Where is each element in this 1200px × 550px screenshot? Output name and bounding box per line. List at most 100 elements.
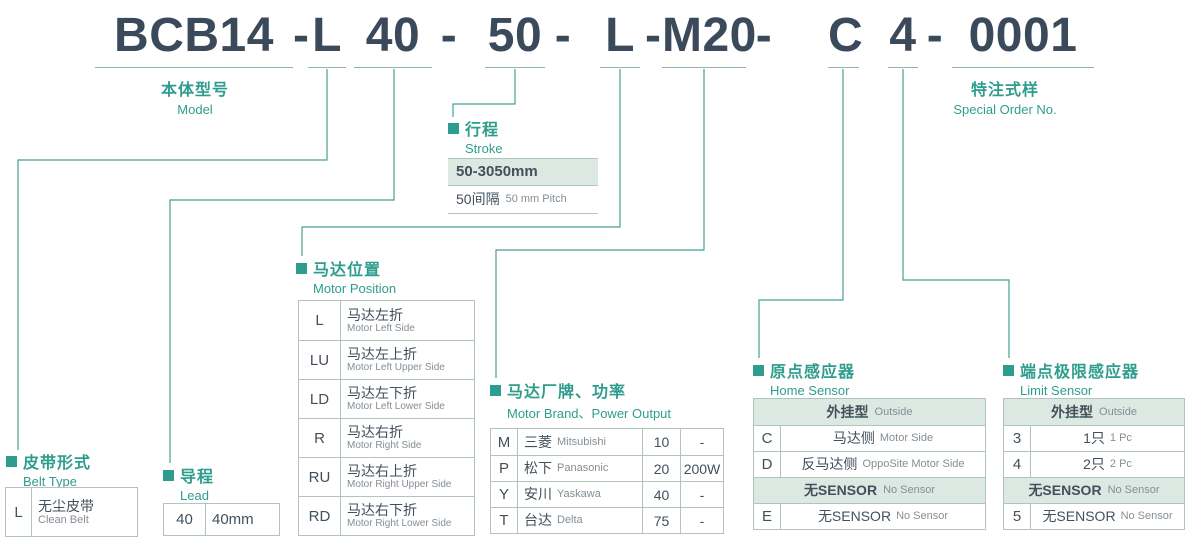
lead-title-en: Lead (180, 488, 209, 503)
motor-brand-title-cn: 马达厂牌、功率 (507, 384, 627, 401)
model-code-segment-home-sensor: C (828, 8, 863, 68)
bullet-icon (1003, 364, 1014, 376)
code-cell: 40 (164, 504, 206, 535)
code-cell: 5 (1004, 504, 1031, 529)
power-code-cell: 20 (643, 456, 681, 481)
desc-cn: 马达右折 (347, 424, 403, 441)
code-cell: T (491, 508, 518, 533)
model-code-dash: - (293, 9, 310, 62)
lead-section-title: 导程 Lead (163, 463, 214, 503)
desc-en: No Sensor (1120, 510, 1173, 523)
group-en: Outside (1099, 405, 1137, 418)
model-code-segment-motor-position: L (600, 8, 640, 68)
belt-type-title-cn: 皮带形式 (23, 455, 92, 472)
model-code-segment-series: BCB14 (95, 8, 293, 68)
model-code-dash: - (645, 9, 662, 62)
home-sensor-title-cn: 原点感应器 (770, 364, 856, 381)
desc-en: No Sensor (896, 510, 949, 523)
limit-sensor-title-en: Limit Sensor (1020, 383, 1093, 398)
stroke-table: 50-3050mm 50间隔 50 mm Pitch (448, 158, 598, 214)
stroke-section-title: 行程 Stroke (448, 116, 503, 156)
group-en: No Sensor (883, 484, 936, 497)
power-code-cell: 10 (643, 429, 681, 455)
stroke-pitch-cn: 50间隔 (456, 191, 500, 208)
table-group-header: 外挂型 Outside (1004, 399, 1184, 425)
leader-line-limit-sensor (902, 69, 1010, 358)
table-row: 5 无SENSOR No Sensor (1004, 503, 1184, 529)
lead-value: 40mm (212, 510, 254, 528)
code-cell: 4 (1004, 452, 1031, 477)
model-label-en: Model (177, 102, 213, 117)
group-cn: 无SENSOR (803, 482, 878, 499)
motor-position-title-en: Motor Position (313, 281, 397, 296)
leader-line-motor-position (301, 69, 621, 256)
model-code-segment-limit-sensor: 4 (888, 8, 918, 68)
brand-cn: 台达 (524, 512, 552, 529)
desc-cn: 无SENSOR (1042, 508, 1116, 525)
limit-sensor-title-cn: 端点极限感应器 (1020, 364, 1140, 381)
bullet-icon (296, 262, 307, 274)
model-label: 本体型号 Model (95, 76, 295, 117)
table-row: 50间隔 50 mm Pitch (448, 185, 598, 213)
power-cell: - (699, 512, 705, 529)
power-code-cell: 40 (643, 482, 681, 507)
code-cell: C (754, 426, 781, 451)
desc-cn: 反马达侧 (801, 456, 858, 473)
group-cn: 外挂型 (826, 403, 869, 420)
brand-en: Delta (557, 514, 583, 527)
group-en: No Sensor (1107, 484, 1160, 497)
desc-en: Motor Left Lower Side (347, 401, 445, 413)
home-sensor-title-en: Home Sensor (770, 383, 850, 398)
code-cell: LD (299, 380, 341, 418)
limit-sensor-section-title: 端点极限感应器 Limit Sensor (1003, 358, 1139, 398)
bullet-icon (448, 122, 459, 134)
motor-position-title-cn: 马达位置 (313, 262, 382, 279)
desc-en: 2 Pc (1109, 458, 1132, 471)
desc-en: Clean Belt (38, 513, 89, 526)
model-code-segment-belt: L (308, 8, 346, 68)
code-cell: Y (491, 482, 518, 507)
leader-line-motor-brand (495, 69, 705, 378)
desc-cn: 马达左折 (347, 306, 403, 323)
group-cn: 外挂型 (1051, 403, 1094, 420)
code-cell: LU (299, 341, 341, 379)
table-group-header: 外挂型 Outside (754, 399, 985, 425)
motor-brand-title-en: Motor Brand、Power Output (507, 406, 672, 421)
stroke-title-cn: 行程 (465, 122, 500, 139)
code-cell: R (299, 419, 341, 457)
leader-line-belt-type (17, 69, 328, 450)
lead-table: 40 40mm (163, 503, 280, 536)
group-cn: 无SENSOR (1028, 482, 1102, 499)
model-code-dash: - (755, 9, 773, 62)
model-code-segment-lead: 40 (354, 8, 432, 68)
stroke-range: 50-3050mm (456, 163, 538, 181)
model-code-dash: - (926, 9, 944, 62)
leader-line-lead (169, 69, 395, 463)
desc-en: Motor Right Lower Side (347, 518, 452, 530)
bullet-icon (490, 384, 501, 396)
code-cell: L (299, 301, 341, 340)
code-cell: M (491, 429, 518, 455)
desc-en: Motor Side (879, 432, 934, 445)
power-cell: - (699, 434, 705, 450)
special-order-label-en: Special Order No. (953, 102, 1057, 117)
bullet-icon (6, 455, 17, 467)
group-en: Outside (874, 405, 913, 418)
bullet-icon (163, 469, 174, 481)
desc-cn: 马达右下折 (347, 502, 417, 519)
table-group-header: 无SENSOR No Sensor (1004, 477, 1184, 503)
leader-line-stroke (452, 69, 516, 117)
code-cell: L (6, 488, 32, 536)
